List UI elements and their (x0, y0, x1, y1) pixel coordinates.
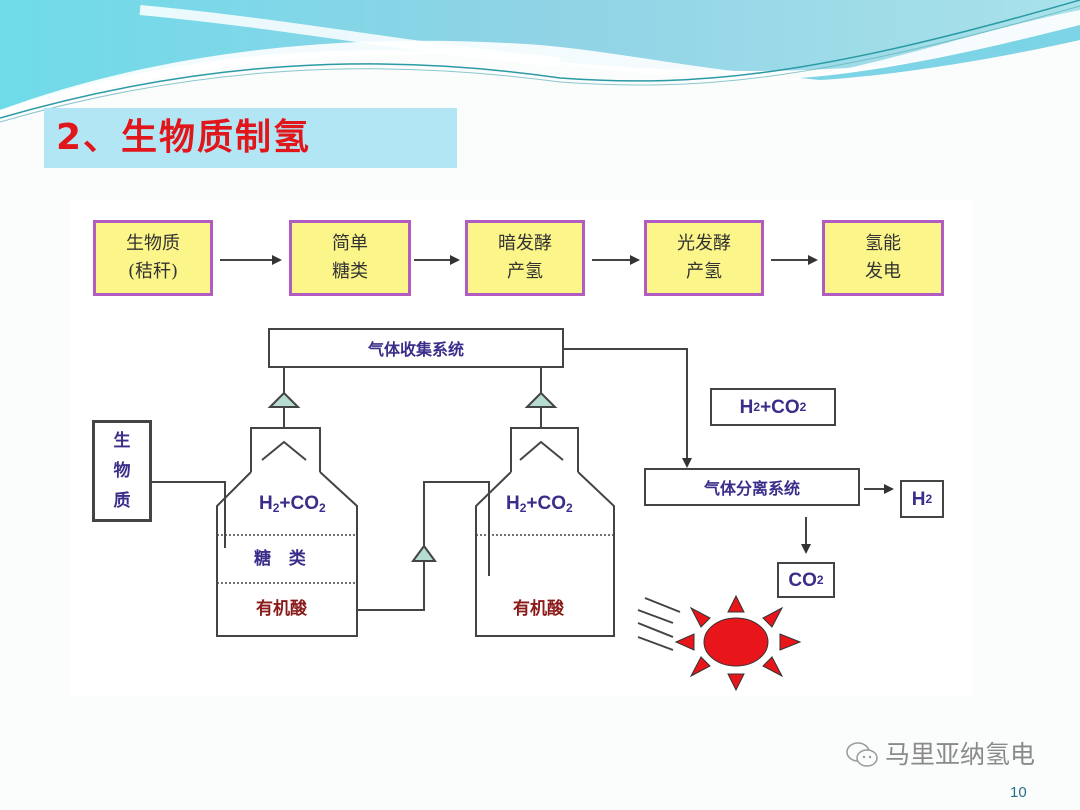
reactor1-sugar-layer-label: 糖 类 (254, 549, 306, 569)
formula-subscript: 2 (566, 501, 573, 515)
formula-subscript: 2 (519, 501, 527, 515)
flow-step-line1: 简单 (332, 233, 368, 254)
formula-part: CO (788, 569, 817, 591)
flow-step-line2: 糖类 (332, 261, 368, 282)
reactor1-diffuser (261, 440, 307, 461)
light-ray (637, 622, 674, 638)
reactor1-organic-acid-label: 有机酸 (256, 599, 307, 619)
reactor-connector-pipe (357, 481, 490, 611)
flow-step-photo-fermentation: 光发酵 产氢 (644, 220, 764, 296)
slide-title: 2、生物质制氢 (56, 117, 312, 158)
flow-step-line1: 光发酵 (677, 233, 731, 254)
formula-subscript: 2 (319, 501, 326, 515)
flow-step-simple-sugars: 简单 糖类 (289, 220, 411, 296)
formula-part: H (739, 396, 754, 418)
formula-part: H (911, 488, 926, 510)
gas-collection-label: 气体收集系统 (367, 340, 464, 359)
valve-icon (267, 391, 301, 408)
gas-separation-label: 气体分离系统 (703, 479, 800, 498)
watermark: 马里亚纳氢电 (845, 740, 1035, 770)
reactor1-gas-label: H2+CO2 (259, 494, 326, 514)
reactor1-body (216, 471, 358, 637)
flow-step-biomass: 生物质 (秸秆) (93, 220, 213, 296)
formula-part: H (506, 493, 520, 514)
reactor2-organic-acid-label: 有机酸 (513, 599, 564, 619)
formula-subscript: 2 (753, 400, 761, 414)
formula-subscript: 2 (272, 501, 280, 515)
valve-icon (411, 544, 437, 562)
page-number: 10 (1010, 784, 1027, 801)
flow-step-line1: 生物质 (126, 233, 180, 254)
formula-part: +CO (279, 493, 320, 514)
formula-subscript: 2 (799, 400, 807, 414)
reactor2-diffuser (519, 440, 564, 461)
biomass-char: 物 (113, 461, 131, 481)
flow-step-line1: 氢能 (865, 233, 901, 254)
flow-step-dark-fermentation: 暗发酵 产氢 (465, 220, 585, 296)
flow-step-line2: 发电 (865, 261, 901, 282)
reactor1-neck (250, 427, 321, 472)
formula-subscript: 2 (925, 492, 933, 506)
valve-icon (524, 391, 558, 408)
flow-step-line2: (秸秆) (127, 261, 179, 282)
flow-step-line2: 产氢 (507, 261, 543, 282)
formula-part: +CO (760, 396, 800, 418)
biomass-char: 质 (113, 491, 131, 511)
sun-icon (674, 594, 802, 692)
flow-step-hydrogen-power: 氢能 发电 (822, 220, 944, 296)
reactor2-body (475, 471, 615, 637)
light-ray (644, 597, 681, 613)
biomass-char: 生 (113, 431, 131, 451)
watermark-text: 马里亚纳氢电 (885, 740, 1036, 769)
flow-step-line1: 暗发酵 (498, 233, 552, 254)
reactor2-neck (510, 427, 579, 472)
biomass-feed-pipe (152, 481, 226, 548)
title-band (44, 108, 457, 168)
wechat-icon (846, 742, 878, 767)
biomass-feed-box: 生 物 质 (92, 420, 152, 522)
formula-subscript: 2 (816, 573, 824, 587)
flow-step-line2: 产氢 (686, 261, 722, 282)
collection-to-separation-pipe (563, 348, 692, 468)
formula-part: H (259, 493, 273, 514)
light-ray (637, 636, 674, 651)
light-ray (637, 609, 674, 624)
reactor2-gas-label: H2+CO2 (506, 494, 573, 514)
gas-separation-system: 气体分离系统 (644, 468, 860, 506)
formula-part: +CO (526, 493, 567, 514)
gas-collection-system: 气体收集系统 (268, 328, 564, 368)
